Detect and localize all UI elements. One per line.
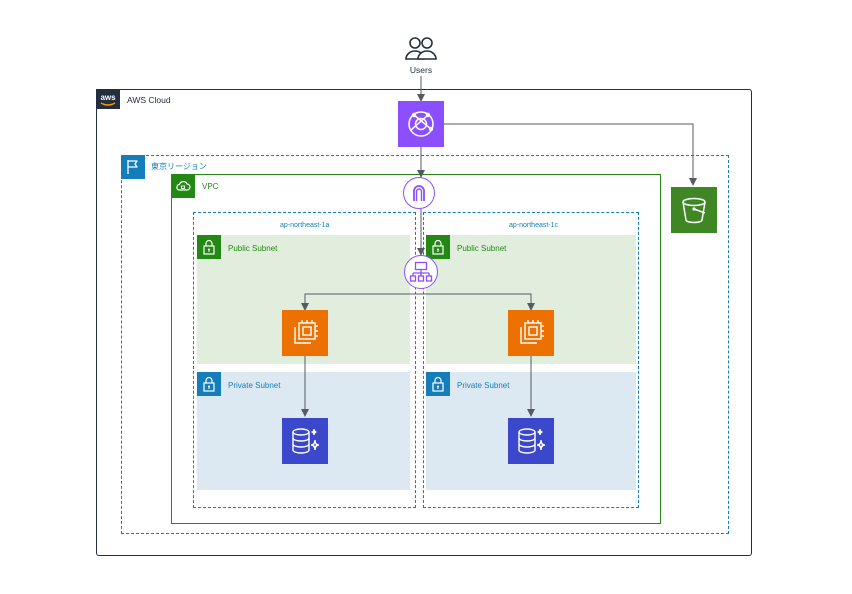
lock-icon — [426, 235, 450, 259]
aws-cloud-label: AWS Cloud — [127, 95, 171, 105]
aws-logo-icon: aws — [96, 89, 120, 109]
availability-zone-c — [423, 212, 639, 508]
s3-bucket-icon[interactable] — [671, 187, 717, 233]
rds-database-icon[interactable] — [508, 418, 554, 464]
edge-cloudfront-s3 — [443, 123, 697, 186]
private-subnet-a-label: Private Subnet — [228, 381, 281, 390]
internet-gateway-icon[interactable] — [403, 177, 435, 209]
lock-icon — [426, 372, 450, 396]
region-label: 東京リージョン — [151, 162, 207, 171]
edge-alb-ec2-a — [301, 293, 421, 311]
az-a-label: ap-northeast-1a — [280, 222, 330, 229]
aws-logo-text: aws — [100, 93, 116, 102]
vpc-label: VPC — [202, 182, 219, 191]
ec2-instance-icon[interactable] — [508, 310, 554, 356]
aws-cloud-group — [96, 89, 752, 556]
lock-icon — [197, 235, 221, 259]
vpc-cloud-icon — [171, 174, 195, 198]
rds-database-icon[interactable] — [282, 418, 328, 464]
users-icon — [404, 34, 438, 64]
users-label: Users — [409, 65, 433, 75]
private-subnet-c-label: Private Subnet — [457, 381, 510, 390]
lock-icon — [197, 372, 221, 396]
ec2-instance-icon[interactable] — [282, 310, 328, 356]
load-balancer-icon[interactable] — [404, 255, 438, 289]
vpc-group — [171, 174, 661, 524]
cloudfront-icon[interactable] — [398, 101, 444, 147]
az-c-label: ap-northeast-1c — [509, 222, 559, 229]
public-subnet-c-label: Public Subnet — [457, 244, 507, 253]
region-group — [121, 155, 729, 534]
public-subnet-a-label: Public Subnet — [228, 244, 278, 253]
availability-zone-a — [193, 212, 416, 508]
edge-alb-ec2-c — [421, 293, 535, 311]
region-flag-icon — [121, 155, 145, 179]
